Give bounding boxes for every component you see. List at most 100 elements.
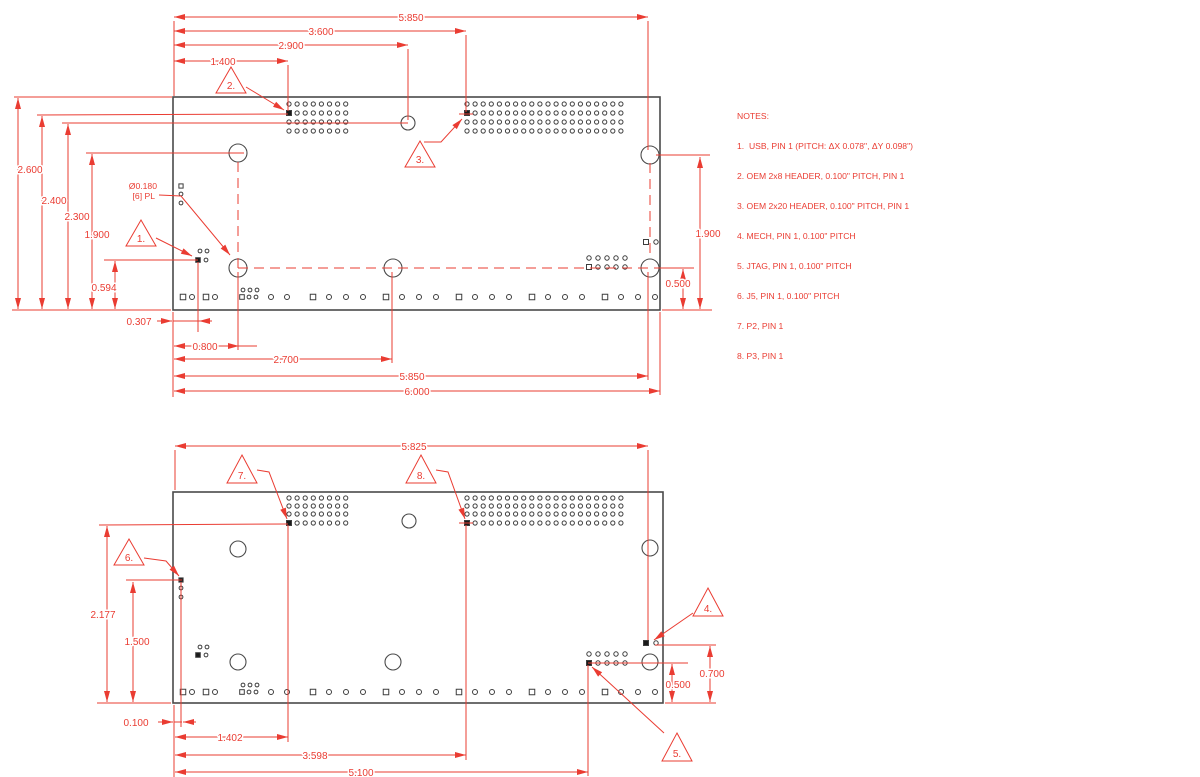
header-2x20-pad bbox=[545, 520, 551, 526]
mech-pad-pin1 bbox=[643, 239, 649, 245]
pad bbox=[416, 689, 422, 695]
pad bbox=[202, 688, 210, 696]
header-2x20-pad bbox=[553, 520, 559, 526]
top-view: 1. 2. 3. 5.850 3.600 2.900 1.400 2.600 2… bbox=[12, 12, 722, 400]
header-2x20-pad bbox=[602, 520, 608, 526]
pad bbox=[601, 293, 609, 301]
j5-pad bbox=[178, 191, 184, 197]
pad bbox=[652, 689, 658, 695]
header-2x20-pad bbox=[480, 511, 486, 517]
pad bbox=[472, 294, 478, 300]
header-2x20-pad bbox=[569, 101, 575, 107]
header-2x20-pad bbox=[480, 119, 486, 125]
pad bbox=[416, 294, 422, 300]
pad bbox=[212, 689, 218, 695]
j5-pad-pin1 bbox=[178, 183, 184, 189]
header-2x8-pad bbox=[318, 520, 324, 526]
mounting-hole bbox=[384, 653, 402, 671]
balloon-4-triangle bbox=[692, 586, 724, 617]
header-2x20-pad bbox=[545, 511, 551, 517]
hole-diameter-note-line1: Ø0.180 bbox=[129, 181, 157, 191]
header-2x20-pad bbox=[537, 110, 543, 116]
header-2x20-pad bbox=[602, 511, 608, 517]
header-2x20-pad bbox=[480, 520, 486, 526]
mounting-hole bbox=[641, 653, 659, 671]
header-2x20-pad bbox=[610, 119, 616, 125]
header-2x8-pad bbox=[335, 101, 341, 107]
header-2x20-pad bbox=[521, 520, 527, 526]
header-2x20-pad bbox=[464, 119, 470, 125]
header-2x20-pad bbox=[537, 511, 543, 517]
header-2x20-pad bbox=[577, 101, 584, 107]
dim-top-2900: 2.900 bbox=[278, 41, 303, 52]
header-2x20-pad bbox=[513, 110, 519, 116]
header-2x20-pad bbox=[464, 511, 470, 517]
top-view-balloons: 1. 2. 3. bbox=[125, 65, 436, 247]
header-2x20-pad bbox=[480, 495, 486, 501]
header-2x20-pad bbox=[529, 495, 535, 501]
header-2x20-pad bbox=[513, 520, 519, 526]
pad bbox=[506, 689, 512, 695]
header-2x20-pad bbox=[594, 511, 600, 517]
header-2x20-pad bbox=[618, 119, 624, 125]
header-2x20-pad bbox=[610, 511, 616, 517]
header-2x8-pad bbox=[286, 511, 292, 517]
header-2x20-pad bbox=[537, 520, 543, 526]
header-2x8-pad bbox=[335, 520, 341, 526]
pad bbox=[179, 688, 187, 696]
mech-pad-pin1 bbox=[643, 640, 649, 646]
balloon-7-triangle bbox=[226, 453, 258, 484]
pad bbox=[635, 294, 641, 300]
header-2x20-pad bbox=[610, 128, 616, 134]
pad bbox=[562, 294, 568, 300]
header-2x20-pad bbox=[504, 128, 511, 134]
notes-title: NOTES: bbox=[737, 111, 769, 121]
pad bbox=[343, 689, 349, 695]
header-2x8-pad bbox=[335, 503, 341, 509]
header-2x20-pad bbox=[504, 119, 511, 125]
header-2x20-pad bbox=[577, 495, 584, 501]
pad bbox=[360, 689, 366, 695]
top-view-pads bbox=[178, 101, 660, 301]
header-2x20-pad bbox=[521, 101, 527, 107]
usb-pad-pin1 bbox=[195, 652, 201, 658]
header-2x20-pad bbox=[602, 495, 608, 501]
balloon-7-label: 7. bbox=[238, 471, 246, 482]
header-2x8-pad bbox=[302, 110, 308, 116]
header-2x8-pad bbox=[302, 511, 308, 517]
balloon-5-label: 5. bbox=[673, 749, 681, 760]
header-2x8-pad bbox=[318, 503, 324, 509]
header-2x20-pad bbox=[618, 110, 624, 116]
header-2x20-pad bbox=[464, 128, 470, 134]
board-outline-bottom-view bbox=[172, 491, 664, 704]
header-2x20-pad bbox=[610, 110, 616, 116]
header-2x20-pad bbox=[553, 495, 559, 501]
header-2x20-pad bbox=[496, 503, 502, 509]
balloon-3-triangle bbox=[404, 139, 436, 168]
balloon-6-triangle bbox=[113, 537, 145, 566]
pad bbox=[545, 689, 551, 695]
header-2x20-pad bbox=[496, 511, 502, 517]
mounting-hole bbox=[641, 539, 659, 557]
header-2x20-pad bbox=[553, 511, 559, 517]
header-2x20-pad bbox=[618, 503, 624, 509]
usb-pad bbox=[203, 652, 209, 658]
dim-left-0594: 0.594 bbox=[91, 283, 116, 294]
pad bbox=[309, 688, 317, 696]
header-2x20-pad bbox=[569, 520, 575, 526]
pad bbox=[601, 688, 609, 696]
header-2x8-pad bbox=[343, 101, 349, 107]
pad bbox=[618, 689, 624, 695]
pad bbox=[382, 688, 390, 696]
jtag-pad bbox=[595, 264, 601, 270]
note-line: 2. OEM 2x8 HEADER, 0.100" PITCH, PIN 1 bbox=[737, 171, 905, 181]
header-2x20-pad bbox=[464, 495, 470, 501]
pad bbox=[528, 293, 536, 301]
jtag-pad bbox=[613, 651, 619, 657]
header-2x20-pad bbox=[529, 520, 535, 526]
header-2x20-pad bbox=[577, 503, 584, 509]
header-2x8-pad bbox=[294, 101, 300, 107]
header-2x20-pad bbox=[577, 110, 584, 116]
header-2x20-pad bbox=[594, 119, 600, 125]
pad bbox=[239, 689, 245, 695]
